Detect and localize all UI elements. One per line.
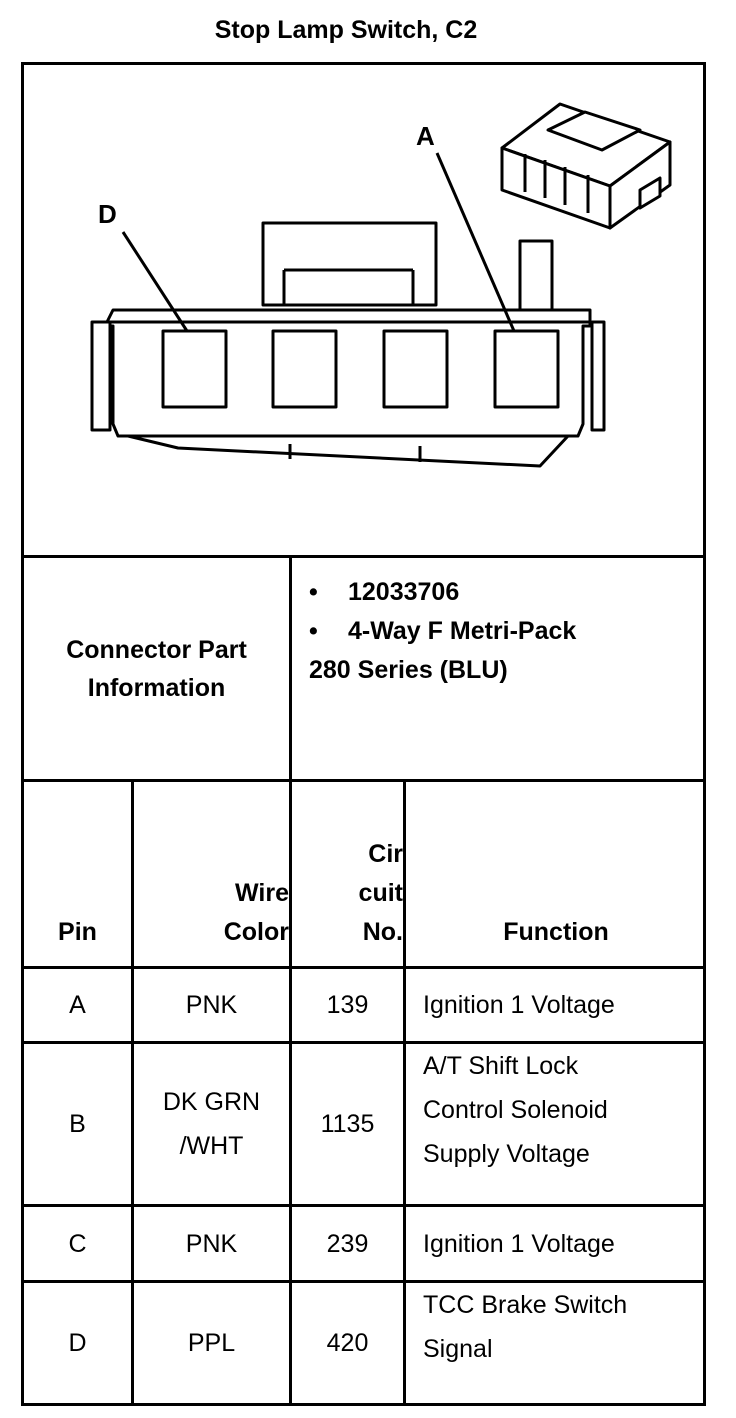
header-wire-color-line1: Wire: [235, 879, 289, 907]
connector-label-line2: Information: [87, 673, 226, 702]
connector-label-line1: Connector Part: [66, 635, 247, 664]
row-c-wire-color: PNK: [185, 1229, 238, 1258]
header-pin-label: Pin: [58, 918, 97, 946]
header-circuit-line1: Cir: [368, 840, 403, 868]
leader-line-d: [121, 231, 189, 332]
divider: [289, 779, 292, 1406]
connector-part-info-values: • 12033706 • 4-Way F Metri-Pack 280 Seri…: [309, 573, 576, 690]
divider: [403, 779, 406, 1406]
header-circuit-line3: No.: [362, 918, 403, 946]
connector-diagram: A D: [90, 102, 672, 468]
part-number: 12033706: [348, 578, 460, 606]
leader-line-a: [435, 152, 516, 332]
row-a-circuit: 139: [326, 991, 369, 1019]
row-b-wire-color-line1: DK GRN: [162, 1088, 261, 1116]
connector-3d-image: [500, 102, 672, 230]
bullet-icon: •: [309, 578, 318, 606]
row-a-function: Ignition 1 Voltage: [423, 991, 615, 1019]
row-c-circuit: 239: [326, 1229, 369, 1258]
row-d-wire-color: PPL: [187, 1329, 236, 1357]
divider: [21, 966, 706, 969]
row-b-function-line3: Supply Voltage: [423, 1140, 590, 1168]
connector-description-line1: 4-Way F Metri-Pack: [348, 617, 577, 645]
row-a-pin: A: [69, 991, 86, 1019]
header-circuit-line2: cuit: [358, 879, 403, 907]
header-wire-color-line2: Color: [223, 918, 289, 946]
pin-a-label: A: [416, 121, 435, 151]
connector-description-line2: 280 Series (BLU): [309, 656, 508, 684]
row-b-function-line1: A/T Shift Lock: [423, 1052, 579, 1080]
row-b-function: A/T Shift Lock Control Solenoid Supply V…: [423, 1044, 703, 1204]
bullet-icon: •: [309, 617, 318, 645]
divider: [131, 779, 134, 1406]
row-b-function-line2: Control Solenoid: [423, 1096, 608, 1124]
header-function: Function: [406, 782, 706, 966]
row-c-function: Ignition 1 Voltage: [423, 1229, 615, 1258]
divider: [21, 1204, 706, 1207]
header-wire-color: Wire Color: [134, 782, 289, 966]
row-b-pin: B: [69, 1110, 86, 1138]
pin-d-label: D: [98, 199, 117, 229]
row-d-function-line2: Signal: [423, 1335, 493, 1363]
row-a-wire-color: PNK: [185, 991, 238, 1019]
connector-part-info-label: Connector Part Information: [24, 558, 289, 779]
row-d-function-line1: TCC Brake Switch: [423, 1291, 628, 1319]
divider: [21, 779, 706, 782]
row-d-pin: D: [68, 1329, 87, 1357]
page-title: Stop Lamp Switch, C2: [214, 16, 478, 44]
connector-table-frame: [21, 62, 706, 1406]
row-b-wire-color: DK GRN /WHT: [134, 1044, 289, 1204]
row-b-wire-color-line2: /WHT: [179, 1132, 244, 1160]
divider: [289, 555, 292, 779]
row-c-pin: C: [68, 1229, 87, 1258]
header-circuit-no: Cir cuit No.: [292, 782, 403, 966]
header-pin: Pin: [24, 782, 131, 966]
connector-face: [90, 221, 606, 468]
row-d-circuit: 420: [326, 1329, 369, 1357]
divider: [21, 555, 706, 558]
row-d-function: TCC Brake Switch Signal: [423, 1283, 703, 1403]
row-b-circuit: 1135: [320, 1110, 375, 1138]
header-function-label: Function: [503, 918, 609, 946]
divider: [21, 1280, 706, 1283]
divider: [21, 1041, 706, 1044]
